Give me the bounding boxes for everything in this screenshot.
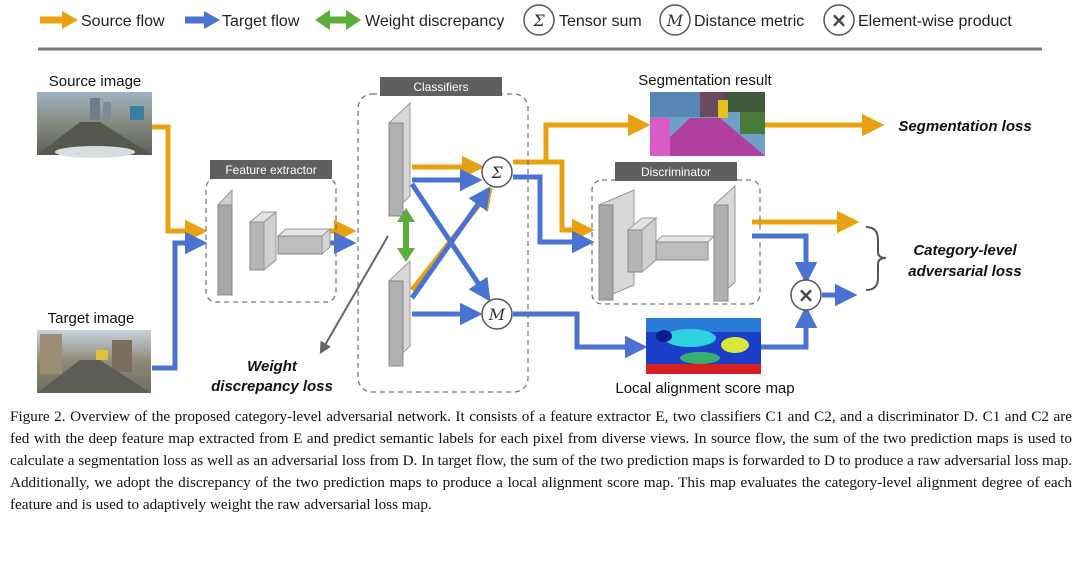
discriminator-label: Discriminator (641, 165, 711, 179)
discriminator-layers (598, 184, 736, 303)
tensor-sum-node-symbol: Σ (490, 163, 503, 182)
legend-tensor-sum: Tensor sum (559, 13, 642, 30)
tensor-sum-icon (523, 4, 555, 36)
target-image (37, 330, 151, 393)
tensor-sum-node-icon (481, 156, 513, 188)
legend-distance-metric: Distance metric (694, 13, 804, 30)
caption-text: Overview of the proposed category-level … (10, 408, 1073, 513)
tensor-sum-symbol: Σ (532, 11, 545, 30)
classifiers-label: Classifiers (413, 80, 468, 94)
feature-extractor-layers (217, 188, 332, 297)
weight-discrepancy-legend-icon (315, 10, 361, 30)
legend-target-flow: Target flow (222, 13, 300, 30)
source-flow-legend-icon (40, 11, 78, 29)
distance-metric-node-symbol: M (488, 305, 506, 324)
weight-discrepancy-loss-line2: discrepancy loss (211, 378, 333, 395)
legend-elementwise-product: Element-wise product (858, 13, 1012, 30)
weight-discrepancy-loss-line1: Weight (247, 358, 298, 375)
classifiers-title-bar (380, 77, 502, 96)
local-alignment-label: Local alignment score map (615, 380, 794, 397)
distance-metric-icon (659, 4, 691, 36)
legend-source-flow: Source flow (81, 13, 165, 30)
category-level-loss-line2: adversarial loss (908, 263, 1021, 280)
classifier-c2 (388, 259, 411, 368)
elementwise-product-node-icon (790, 279, 822, 311)
elementwise-product-icon (823, 4, 855, 36)
distance-metric-symbol: M (666, 11, 684, 30)
category-level-loss-line1: Category-level (913, 242, 1017, 259)
discriminator-title-bar (615, 162, 737, 181)
classifier-c1 (388, 101, 411, 218)
elementwise-product-symbol: × (831, 8, 848, 32)
weight-discrepancy-arrow (397, 208, 415, 262)
classifiers-box (357, 93, 529, 393)
architecture-diagram: Source flow Target flow Weight discrepan… (37, 4, 1042, 397)
target-image-label: Target image (48, 310, 135, 327)
segmentation-result-image (650, 92, 765, 156)
caption-label: Figure 2. (10, 408, 66, 425)
segmentation-result-label: Segmentation result (638, 72, 772, 89)
target-flow-lines (152, 168, 858, 371)
source-image-label: Source image (49, 73, 142, 90)
target-flow-legend-icon (185, 11, 220, 29)
figure-caption: Figure 2. Overview of the proposed categ… (10, 406, 1072, 516)
distance-metric-node-icon (481, 298, 513, 330)
source-image (37, 92, 152, 158)
brace-icon (865, 226, 887, 291)
weight-discrepancy-pointer (319, 235, 389, 355)
feature-extractor-title-bar (210, 160, 332, 179)
legend: Source flow Target flow Weight discrepan… (40, 4, 1012, 36)
segmentation-loss-label: Segmentation loss (898, 118, 1031, 135)
local-alignment-score-map (646, 318, 761, 374)
legend-weight-discrepancy: Weight discrepancy (365, 13, 504, 30)
elementwise-product-node-symbol: × (798, 283, 815, 307)
feature-extractor-label: Feature extractor (225, 163, 316, 177)
